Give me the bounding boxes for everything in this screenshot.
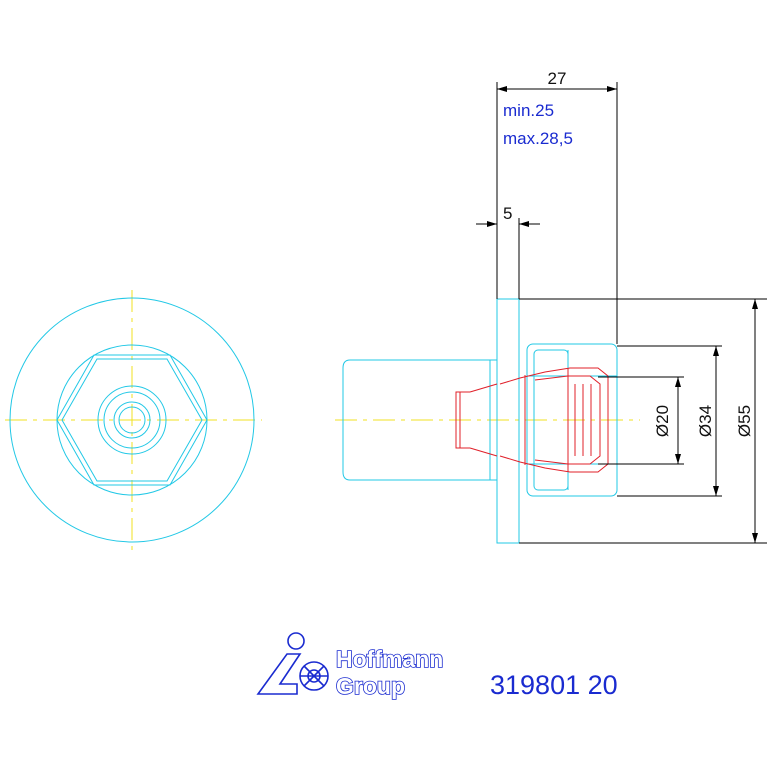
- front-view: [5, 290, 262, 550]
- outer-flange-circle: [9, 297, 255, 543]
- dim-55-label: Ø55: [735, 405, 754, 437]
- hex-inner-outline: [61, 358, 203, 482]
- dim-27-arrow-left: [497, 86, 507, 92]
- dim-34-arrow-top: [713, 346, 719, 356]
- bore-circle-outer: [97, 385, 167, 455]
- hidden-insert-outline: [499, 367, 609, 473]
- dim-range-min: min.25: [503, 101, 554, 120]
- part-number: 319801 20: [490, 670, 618, 700]
- dim-55-arrow-top: [752, 299, 758, 309]
- logo-text-hoffmann: Hoffmann: [336, 646, 443, 672]
- hidden-taper-top: [469, 383, 498, 393]
- dim-5-arrow-right: [519, 221, 529, 227]
- dim-range-max: max.28,5: [503, 129, 573, 148]
- hoffmann-logo: Hoffmann Group: [256, 632, 444, 700]
- hidden-shank-slot: [455, 391, 470, 449]
- logo-mark-icon: [256, 632, 329, 695]
- logo-text-group: Group: [336, 673, 405, 699]
- dim-34-arrow-bottom: [713, 486, 719, 496]
- flange-body: [496, 298, 520, 544]
- dimensions: 27 min.25 max.28,5 5 Ø55 Ø34 Ø20: [476, 69, 767, 544]
- dim-5-arrow-left: [487, 221, 497, 227]
- dim-5-label: 5: [503, 204, 512, 223]
- shank-outline: [342, 359, 497, 481]
- dim-20-label: Ø20: [653, 405, 672, 437]
- hidden-taper-bottom: [469, 447, 498, 457]
- dim-20-arrow-top: [675, 377, 681, 387]
- side-view: [335, 298, 640, 544]
- hex-chamfer-circle: [56, 344, 208, 496]
- bore-circle-3: [113, 401, 151, 439]
- dim-27-arrow-right: [607, 86, 617, 92]
- dim-20-arrow-bottom: [675, 454, 681, 464]
- bore-circle-inner: [118, 406, 146, 434]
- dim-27-label: 27: [548, 69, 567, 88]
- dim-34-label: Ø34: [696, 405, 715, 437]
- bore-circle-2: [103, 391, 161, 449]
- cartridge-housing: [526, 343, 618, 497]
- hidden-insert-inner: [534, 375, 601, 465]
- dim-55-arrow-bottom: [752, 533, 758, 543]
